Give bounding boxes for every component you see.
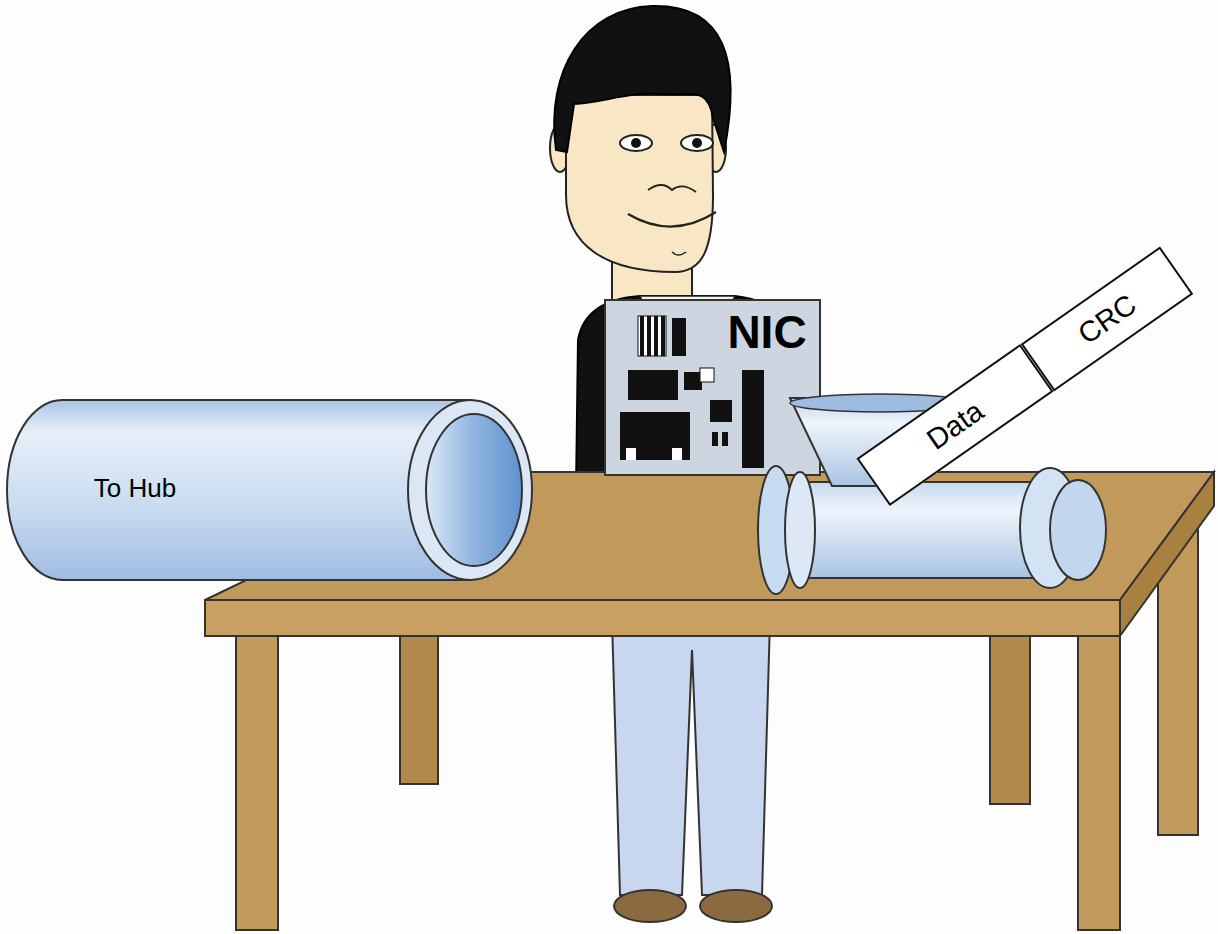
connector: [620, 412, 690, 460]
table-leg: [990, 634, 1030, 804]
pipe-opening: [426, 414, 522, 566]
nose: [648, 185, 696, 192]
trousers: [612, 620, 770, 895]
resistor-symbol: [722, 432, 728, 446]
pin: [626, 448, 636, 460]
circuit-board: [605, 300, 820, 475]
pipe-body: [7, 400, 470, 580]
chin: [672, 252, 686, 255]
node-label: CRC: [1071, 287, 1141, 350]
face: [566, 95, 713, 272]
node-label: Data: [920, 394, 989, 456]
pipe: [7, 400, 532, 580]
framing-machine: [758, 394, 1106, 594]
node-label: NIC: [727, 305, 806, 359]
nic-board-box: NIC: [716, 304, 818, 360]
pupil: [631, 138, 641, 148]
shoe: [700, 890, 772, 922]
chip: [672, 318, 686, 356]
table-leg: [236, 634, 278, 930]
hair: [554, 6, 730, 152]
resistor-symbol: [712, 432, 718, 446]
table-edge: [205, 600, 1120, 636]
pin: [672, 448, 682, 460]
mouth: [628, 212, 716, 227]
pupil: [692, 138, 702, 148]
table-edge: [1120, 472, 1214, 636]
node-label: To Hub: [94, 473, 176, 504]
nic-board: [605, 300, 820, 475]
led: [700, 368, 714, 382]
pipe-label-box: To Hub: [10, 455, 260, 521]
table-leg: [400, 634, 438, 784]
frame-field: Data: [856, 344, 1053, 506]
frame-field: CRC: [1020, 246, 1193, 391]
heat-sink: [638, 316, 666, 356]
shoe: [614, 890, 686, 922]
table-leg: [1078, 634, 1120, 930]
heat-sink-fins: [640, 316, 665, 356]
chip: [742, 370, 764, 468]
chip: [684, 372, 702, 390]
end-cap: [1050, 480, 1106, 580]
eye: [681, 135, 713, 151]
chip: [628, 370, 678, 400]
flange: [785, 472, 815, 588]
pipe-rim: [408, 400, 532, 580]
chip: [710, 400, 732, 422]
eye: [620, 135, 652, 151]
